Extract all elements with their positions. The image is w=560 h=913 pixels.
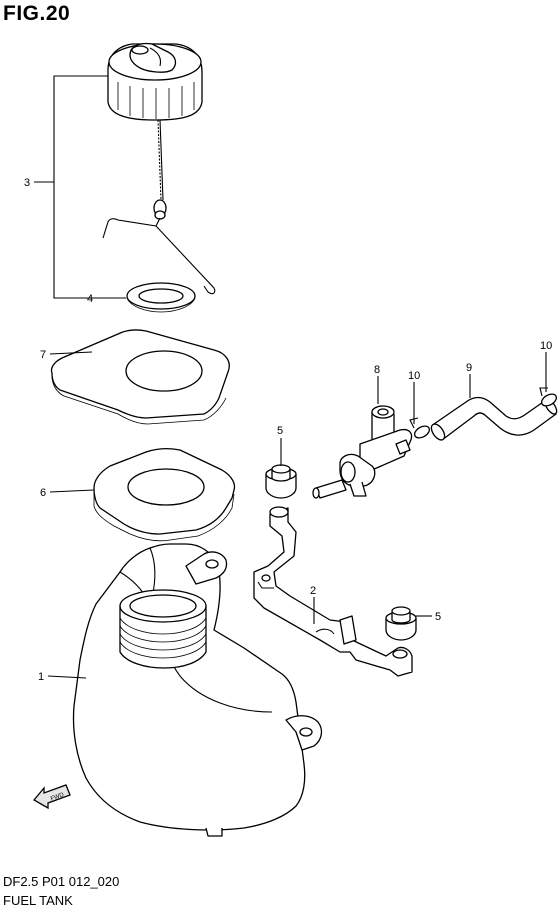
figure-title: FIG.20 [3, 2, 71, 25]
callout-2: 2 [310, 585, 316, 597]
tank-neck-gasket[interactable] [93, 448, 236, 542]
callout-4: 4 [87, 293, 93, 305]
grommet-lower[interactable] [385, 606, 417, 641]
forward-arrow-icon: FWD [33, 784, 71, 810]
cap-gasket[interactable] [126, 282, 196, 313]
callout-5-upper: 5 [277, 425, 283, 437]
figure-name: FUEL TANK [3, 893, 73, 908]
fuel-tank-bracket[interactable] [253, 506, 413, 677]
callout-10-right: 10 [540, 340, 552, 352]
callout-1: 1 [38, 671, 44, 683]
callout-8: 8 [374, 364, 380, 376]
figure-code: DF2.5 P01 012_020 [3, 874, 120, 889]
fuel-hose[interactable] [429, 396, 559, 443]
fuel-tank[interactable] [72, 543, 323, 837]
fuel-cap-assembly[interactable] [102, 42, 216, 295]
tank-top-gasket[interactable] [50, 329, 230, 425]
grommet-upper[interactable] [265, 464, 297, 499]
callout-5-lower: 5 [435, 611, 441, 623]
callout-3: 3 [24, 177, 30, 189]
callout-10-left: 10 [408, 370, 420, 382]
callout-9: 9 [466, 362, 472, 374]
fwd-label: FWD [50, 792, 66, 803]
callout-labels: 3 4 7 6 1 5 5 2 8 10 9 10 [24, 177, 552, 683]
callout-6: 6 [40, 487, 46, 499]
callout-7: 7 [40, 349, 46, 361]
fuel-cock[interactable] [312, 405, 413, 499]
hose-clip-left[interactable] [409, 417, 431, 440]
hose-clip-right[interactable] [539, 387, 559, 408]
leader-lines [34, 75, 547, 679]
